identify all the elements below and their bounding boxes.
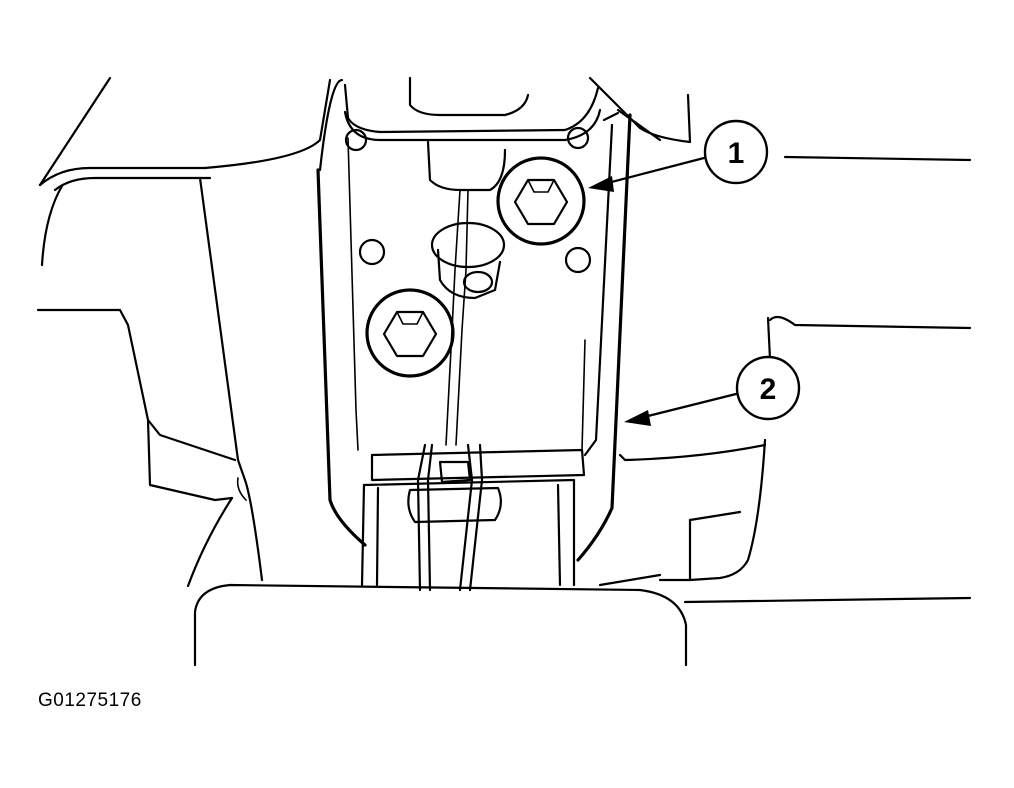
background-housing <box>36 76 972 604</box>
callout-1: 1 <box>588 119 769 192</box>
callout-2: 2 <box>624 355 801 426</box>
callout-2-label: 2 <box>760 373 777 406</box>
center-stud <box>430 221 506 300</box>
callout-1-label: 1 <box>728 137 745 170</box>
bolt-lower <box>365 288 455 378</box>
linkage-clamp <box>360 443 586 592</box>
lower-housing <box>193 583 688 667</box>
figure-reference-code: G01275176 <box>38 690 142 711</box>
cable <box>445 189 469 446</box>
bolt-upper <box>496 156 586 246</box>
